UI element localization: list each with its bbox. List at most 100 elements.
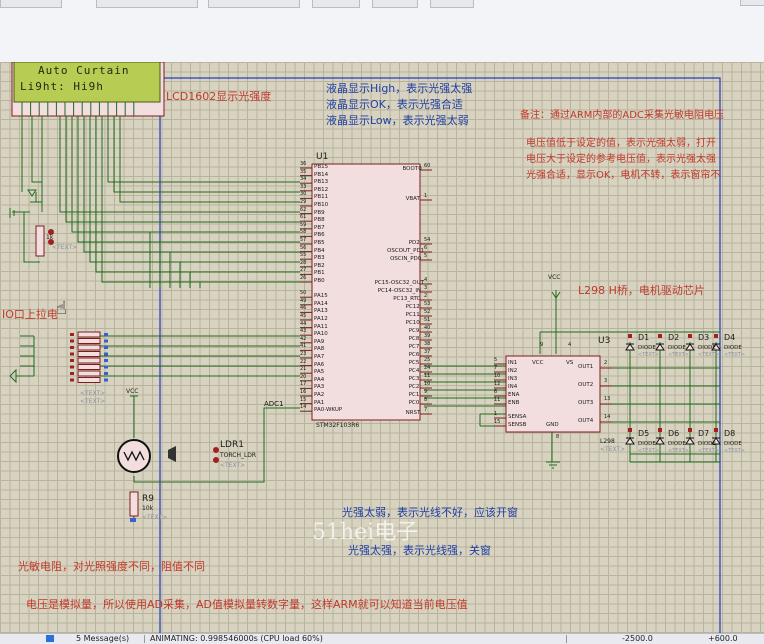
ldr-text-tag: <TEXT> (220, 462, 246, 469)
resistor-pin (70, 365, 74, 369)
status-messages[interactable]: 5 Message(s) (76, 634, 130, 643)
pullup-resistor (77, 338, 101, 344)
hand-cursor-icon: ☝ (56, 298, 67, 319)
l298-pin-number: 3 (604, 378, 608, 384)
diode-pin (658, 334, 662, 338)
ldr-part: TORCH_LDR (220, 452, 257, 459)
mcu-pin-label: PA0-WKUP (314, 407, 343, 414)
mcu-pin-label: PA1 (314, 399, 325, 406)
mcu-pin-number: 9 (424, 389, 428, 395)
mcu-pin-label: PA14 (314, 300, 328, 307)
l298-vcc-label: VCC (548, 274, 561, 281)
mcu-pin-label: PB2 (314, 262, 325, 269)
mcu-pin-label: NRST (405, 410, 421, 416)
l298-pin-number: 8 (556, 434, 560, 440)
l298-pin-number: 15 (494, 419, 501, 425)
pullup-resistor (77, 377, 101, 383)
note-remark-2: 电压大于设定的参考电压值，表示光强太强 (526, 154, 716, 165)
diode-text-tag: <TEXT> (668, 352, 689, 358)
mcu-pin-label: PC5 (408, 360, 420, 366)
l298-pin-number: 4 (568, 342, 572, 348)
l298-pin-number: 13 (604, 396, 611, 402)
watermark: 51hei电子 (312, 520, 419, 545)
mcu-pin-label: PC15-OSC32_OUT (374, 280, 425, 286)
mcu-pin-number: 46 (300, 305, 307, 312)
mcu-pin-label: PA2 (314, 392, 325, 398)
mcu-pin-number: 60 (424, 163, 431, 169)
l298-pin-label: OUT3 (578, 400, 594, 406)
mcu-pin-number: 6 (424, 245, 428, 251)
mcu-pin-number: 10 (424, 381, 431, 387)
mcu-pin-label: PA5 (314, 369, 325, 376)
diode-text-tag: <TEXT> (698, 352, 719, 358)
note-io-pullup: IO口上拉电 (2, 308, 58, 321)
l298-pin-number: 2 (604, 360, 608, 366)
note-lcd-ok: 液晶显示OK，表示光强合适 (326, 98, 463, 111)
l298-pin-label: VS (566, 360, 574, 366)
diode-text-tag: <TEXT> (724, 352, 745, 358)
diode-type: DIODE (668, 345, 686, 351)
status-coord-x: -2500.0 (622, 634, 653, 643)
mcu-pin-label: BOOT0 (402, 166, 422, 172)
l298-pin-number: 10 (494, 373, 501, 379)
mcu-pin-number: 16 (300, 389, 307, 395)
toolbar-tab[interactable] (740, 0, 764, 6)
status-coord-y: +600.0 (708, 634, 738, 643)
mcu-pin-number: 3 (424, 285, 428, 291)
mcu-pin-number: 26 (300, 275, 307, 281)
l298-pin-number: 5 (494, 357, 498, 363)
l298-pin-label: GND (546, 422, 559, 428)
lcd-screen (13, 62, 161, 103)
diode-ref: D3 (698, 333, 710, 342)
mcu-pin-label: PC8 (408, 336, 420, 342)
pot-value: 1k (46, 234, 54, 241)
mcu-pin-number: 28 (300, 259, 307, 266)
resistor-pin (104, 378, 108, 382)
l298-pin-label: ENB (508, 400, 520, 406)
mcu-pin-label: PC2 (408, 384, 420, 390)
schematic-canvas[interactable]: Auto Curtain Li9ht: Hi9h LCD1602显示光强度 液晶… (0, 62, 764, 633)
mcu-pin-label: PC14-OSC32_IN (377, 288, 422, 294)
rpack-text-tag-2: <TEXT> (80, 398, 106, 405)
diode-symbol (711, 343, 721, 351)
pot-text-tag: <TEXT> (52, 244, 78, 251)
mcu-pin-number: 21 (300, 366, 307, 373)
mcu-pin-label: PC3 (408, 376, 420, 382)
mcu-pin-label: PC1 (408, 392, 420, 398)
mcu-pin-label: PA11 (314, 323, 328, 330)
l298-text-tag: <TEXT> (600, 446, 626, 453)
mcu-pin-label: PB8 (314, 217, 325, 224)
mcu-pin-number: 44 (300, 320, 307, 327)
mcu-pin-label: PA8 (314, 346, 325, 353)
toolbar-tab[interactable] (312, 0, 360, 8)
torch-icon (168, 446, 176, 462)
toolbar (0, 0, 764, 63)
toolbar-tab[interactable] (0, 0, 62, 8)
mcu-pin-label: PC4 (408, 368, 420, 374)
diode-ref: D7 (698, 429, 710, 438)
status-animating: ANIMATING: 0.998546000s (CPU load 60%) (150, 634, 323, 643)
mcu-pin-number: 17 (300, 381, 307, 388)
mcu-pin-label: OSCOUT_PD1 (387, 248, 425, 254)
mcu-pin-label: PD2 (408, 240, 420, 246)
mcu-pin-number: 38 (424, 341, 431, 347)
note-lcd-low: 液晶显示Low，表示光强太弱 (326, 114, 469, 127)
note-remark-1: 电压值低于设定的值，表示光强太弱，打开 (526, 138, 716, 149)
toolbar-tab[interactable] (372, 0, 418, 8)
diode-symbol (655, 437, 665, 445)
resistor-pin (104, 339, 108, 343)
toolbar-tab[interactable] (208, 0, 300, 8)
mcu-pin-number: 40 (424, 325, 431, 331)
mcu-pin-label: PA3 (314, 384, 325, 391)
message-icon[interactable] (46, 635, 54, 642)
toolbar-tab[interactable] (96, 0, 198, 8)
resistor-pin (104, 365, 108, 369)
diode-pin (628, 334, 632, 338)
mcu-pin-label: PA12 (314, 316, 328, 322)
diode-pin (714, 428, 718, 432)
l298-pin-label: VCC (532, 360, 544, 366)
ldr-ref: LDR1 (220, 440, 244, 450)
toolbar-tab[interactable] (430, 0, 474, 8)
resistor-pin (104, 333, 108, 336)
mcu-pin-label: PB1 (314, 270, 325, 277)
